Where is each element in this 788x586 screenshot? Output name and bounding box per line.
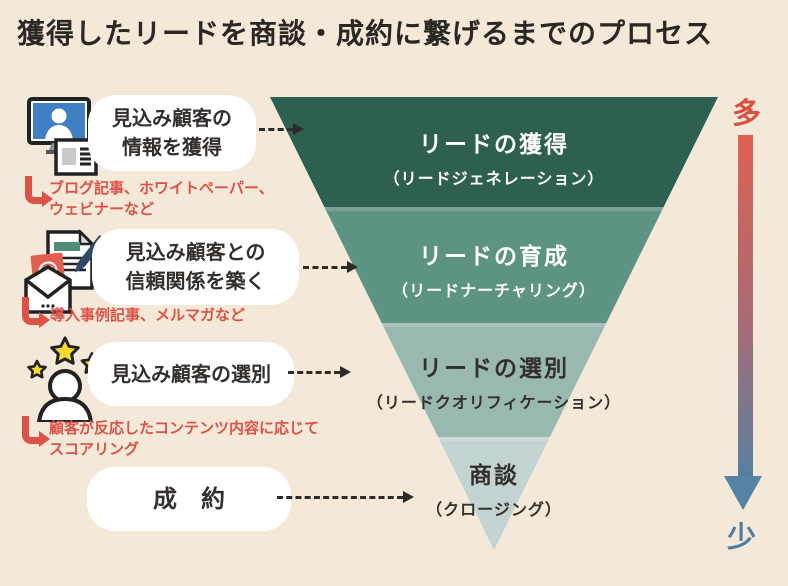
step-3-note: 顧客が反応したコンテンツ内容に応じて スコアリング [49,418,319,460]
step-4-label-box: 成 約 [87,467,291,531]
step-1-note: ブログ記事、ホワイトペーパー、 ウェビナーなど [49,178,274,220]
dotted-arrow-step-3 [288,366,351,378]
step-3-label-box: 見込み顧客の選別 [88,342,294,406]
page-title: 獲得したリードを商談・成約に繋げるまでのプロセス [17,17,714,50]
volume-label-few: 少 [727,520,757,554]
step-3-note-line-1: 顧客が反応したコンテンツ内容に応じて [49,419,320,437]
red-corner-arrow-icon [22,416,50,448]
red-corner-arrow-icon [25,176,53,208]
step-1-note-line-2: ウェビナーなど [49,200,155,218]
step-1-note-line-1: ブログ記事、ホワイトペーパー、 [49,179,274,197]
volume-gradient-arrowhead-icon [724,476,762,510]
step-4-label-line-1: 成 約 [153,484,225,513]
step-3-label-line-1: 見込み顧客の選別 [111,361,271,386]
step-1-label-line-2: 情報を獲得 [122,135,222,159]
volume-gradient-arrow-shaft [738,135,753,477]
email-document-pen-icon: @ [18,226,106,320]
volume-label-many: 多 [732,96,762,130]
step-2-label-line-1: 見込み顧客との [125,240,266,264]
step-2-note: 導入事例記事、メルマガなど [50,305,245,326]
step-2-note-line-1: 導入事例記事、メルマガなど [50,306,246,324]
step-1-label-box: 見込み顧客の 情報を獲得 [88,95,256,171]
red-corner-arrow-icon [22,297,50,329]
monitor-person-document-icon [26,96,98,182]
step-2-label-line-2: 信頼関係を築く [125,269,266,293]
step-1-label-line-1: 見込み顧客の [112,106,232,130]
step-2-label-box: 見込み顧客との 信頼関係を築く [92,229,299,305]
step-3-note-line-2: スコアリング [49,440,140,458]
dotted-arrow-step-4 [277,491,414,503]
dotted-arrow-step-2 [303,261,358,273]
dotted-arrow-step-1 [259,123,304,135]
funnel-shape [270,97,718,550]
